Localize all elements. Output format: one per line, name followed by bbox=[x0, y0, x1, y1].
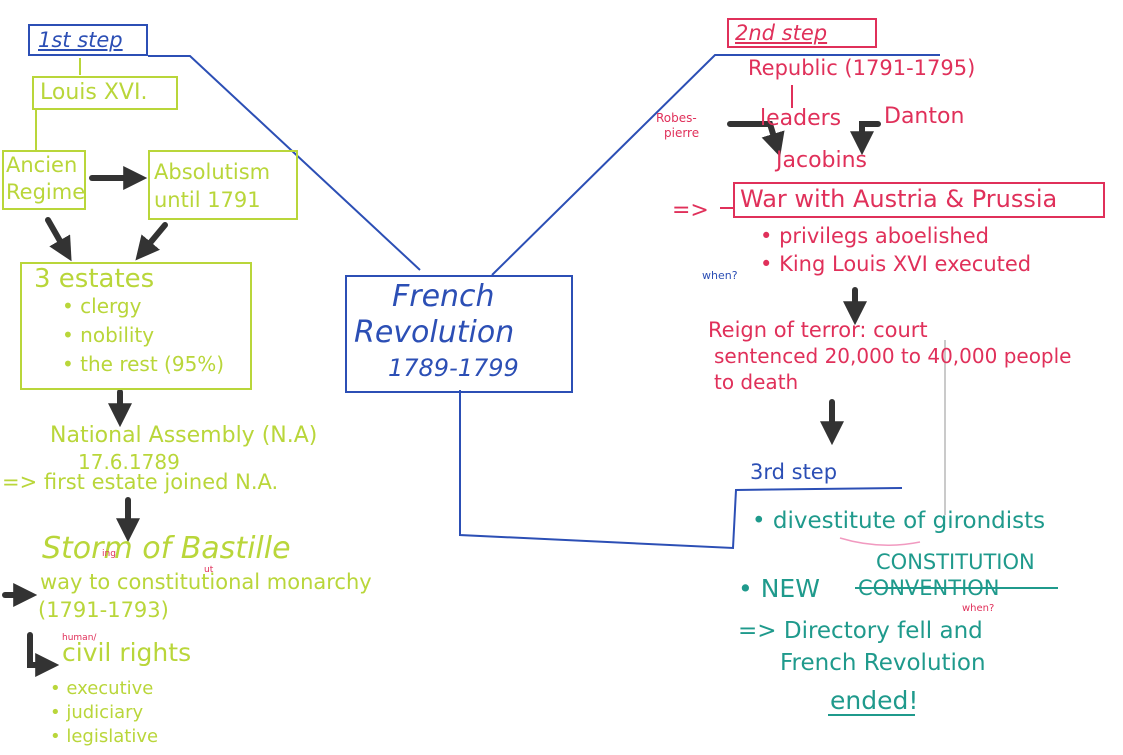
storm-label: Storm of Bastille bbox=[42, 531, 291, 566]
republic-label: Republic (1791-1795) bbox=[748, 56, 976, 80]
estate-item-3: the rest (95%) bbox=[62, 354, 224, 374]
power-item-3: legislative bbox=[50, 728, 158, 746]
monarchy-label: way to constitutional monarchy bbox=[40, 570, 372, 594]
center-title-1: French bbox=[392, 279, 495, 314]
step2-title-box bbox=[727, 18, 877, 48]
arrow-absolutism-estates bbox=[135, 222, 168, 261]
monarchy-dates: (1791-1793) bbox=[38, 598, 169, 622]
step2-item-2: King Louis XVI executed bbox=[760, 254, 1031, 275]
robespierre-2: pierre bbox=[664, 126, 700, 140]
estate-item-2: nobility bbox=[62, 325, 154, 345]
connector-step3 bbox=[459, 390, 903, 550]
step2-item-1: privilegs aboelished bbox=[760, 226, 989, 247]
absolutism-box bbox=[148, 150, 298, 220]
connector-step1 bbox=[148, 55, 421, 271]
directory-line-2: French Revolution bbox=[780, 650, 986, 676]
king-label: Louis XVI. bbox=[40, 80, 148, 105]
power-item-1: executive bbox=[50, 680, 153, 698]
rights-label: civil rights bbox=[62, 638, 192, 667]
war-box bbox=[733, 182, 1105, 218]
storm-note: ing bbox=[102, 549, 116, 559]
terror-line-2: sentenced 20,000 to 40,000 people bbox=[714, 344, 1072, 368]
absolutism-label-2: until 1791 bbox=[154, 188, 261, 212]
when-note-step3: when? bbox=[962, 603, 995, 614]
danton-label: Danton bbox=[884, 104, 965, 129]
arrow-monarchy-rights bbox=[27, 632, 60, 677]
divestiture-underline bbox=[839, 537, 921, 546]
divestiture-label: divestitute of girondists bbox=[752, 510, 1045, 533]
arrow-ancien-estates bbox=[45, 217, 72, 262]
assembly-label-3: => first estate joined N.A. bbox=[2, 470, 279, 494]
step3-title: 3rd step bbox=[750, 460, 838, 484]
step1-title-box bbox=[28, 24, 148, 56]
step2-title: 2nd step bbox=[735, 21, 828, 45]
when-note-step2: when? bbox=[702, 269, 738, 282]
ancien-regime-box bbox=[2, 150, 86, 210]
connector-step2 bbox=[491, 54, 940, 276]
king-box bbox=[32, 76, 178, 110]
absolutism-label-1: Absolutism bbox=[154, 160, 271, 184]
constitution-label: CONSTITUTION bbox=[876, 550, 1035, 574]
rights-note: human/ bbox=[62, 633, 97, 643]
arrow-robespierre-jacobins bbox=[727, 121, 785, 157]
power-item-2: judiciary bbox=[50, 704, 143, 722]
center-box bbox=[345, 275, 573, 393]
estates-box bbox=[20, 262, 252, 390]
assembly-label-1: National Assembly (N.A) bbox=[50, 423, 318, 448]
monarchy-note: ut bbox=[204, 565, 214, 575]
directory-line-1: => Directory fell and bbox=[738, 618, 983, 644]
terror-line-3: to death bbox=[714, 370, 799, 394]
terror-line-1: Reign of terror: court bbox=[708, 318, 928, 342]
arrow-danton-jacobins bbox=[850, 121, 881, 156]
center-title-2: Revolution bbox=[354, 315, 515, 350]
assembly-date: 17.6.1789 bbox=[78, 450, 180, 474]
directory-line-3: ended! bbox=[830, 686, 919, 715]
ancien-label-1: Ancien bbox=[6, 153, 78, 177]
step1-title: 1st step bbox=[38, 28, 123, 52]
estate-item-1: clergy bbox=[62, 296, 141, 316]
ancien-label-2: Regime bbox=[6, 180, 86, 204]
war-label: War with Austria & Prussia bbox=[740, 185, 1058, 213]
leaders-label: leaders bbox=[760, 106, 842, 131]
jacobins-label: Jacobins bbox=[776, 148, 868, 173]
robespierre-1: Robes- bbox=[656, 111, 697, 125]
war-arrow: => bbox=[672, 198, 709, 223]
new-label: NEW bbox=[738, 576, 820, 601]
convention-label: CONVENTION bbox=[858, 576, 1000, 600]
center-dates: 1789-1799 bbox=[388, 354, 519, 382]
estates-title: 3 estates bbox=[34, 264, 155, 294]
